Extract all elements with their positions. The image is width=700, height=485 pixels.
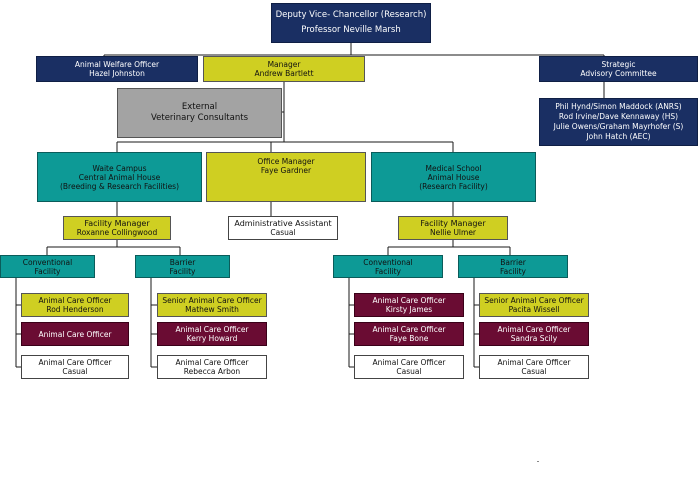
staff-title: Animal Care Officer: [372, 296, 446, 305]
staff-box-mb3: Animal Care Officer Casual: [479, 355, 589, 379]
staff-title: Animal Care Officer: [38, 296, 112, 305]
staff-box-wc1: Animal Care Officer Rod Henderson: [21, 293, 129, 317]
facility-line1: Barrier: [500, 257, 526, 267]
staff-box-wb2: Animal Care Officer Kerry Howard: [157, 322, 267, 346]
admin-name: Casual: [270, 228, 296, 237]
strategic-line2: Advisory Committee: [580, 69, 657, 78]
facility-line1: Conventional: [363, 257, 413, 267]
medical-line1: Medical School: [425, 163, 482, 173]
deputy-vc-title: Deputy Vice- Chancellor (Research): [275, 10, 427, 20]
admin-assistant-box: Administrative Assistant Casual: [228, 216, 338, 240]
staff-title: Senior Animal Care Officer: [162, 296, 262, 305]
med-conventional-facility-box: Conventional Facility: [333, 255, 443, 278]
staff-name: Kerry Howard: [186, 334, 238, 343]
waite-campus-box: Waite Campus Central Animal House (Breed…: [37, 152, 202, 202]
med-fm-title: Facility Manager: [420, 219, 486, 228]
facility-line1: Conventional: [22, 257, 73, 267]
staff-title: Animal Care Officer: [175, 325, 249, 334]
facility-line2: Facility: [34, 266, 61, 276]
waite-fm-name: Roxanne Collingwood: [76, 228, 158, 237]
facility-line2: Facility: [375, 266, 401, 276]
committee-member: Phil Hynd/Simon Maddock (ANRS): [555, 102, 682, 111]
medical-school-box: Medical School Animal House (Research Fa…: [371, 152, 536, 202]
staff-title: Animal Care Officer: [497, 358, 571, 367]
staff-name: Pacita Wissell: [508, 305, 560, 314]
waite-line3: (Breeding & Research Facilities): [59, 181, 180, 191]
committee-member: Rod Irvine/Dave Kennaway (HS): [558, 112, 679, 121]
staff-name: Sandra Scily: [510, 334, 558, 343]
staff-box-wb3: Animal Care Officer Rebecca Arbon: [157, 355, 267, 379]
staff-name: Rebecca Arbon: [183, 367, 241, 376]
committee-member: Julie Owens/Graham Mayrhofer (S): [553, 122, 684, 131]
staff-box-mb2: Animal Care Officer Sandra Scily: [479, 322, 589, 346]
waite-barrier-facility-box: Barrier Facility: [135, 255, 230, 278]
strategic-line1: Strategic: [601, 60, 636, 69]
strategic-committee-box: Strategic Advisory Committee: [539, 56, 698, 82]
deputy-vc-name: Professor Neville Marsh: [301, 25, 401, 35]
waite-facility-manager-box: Facility Manager Roxanne Collingwood: [63, 216, 171, 240]
staff-box-mc2: Animal Care Officer Faye Bone: [354, 322, 464, 346]
staff-box-wb1: Senior Animal Care Officer Mathew Smith: [157, 293, 267, 317]
staff-box-mc3: Animal Care Officer Casual: [354, 355, 464, 379]
staff-title: Animal Care Officer: [497, 325, 571, 334]
facility-line2: Facility: [500, 266, 526, 276]
medical-line2: Animal House: [427, 172, 480, 182]
facility-line1: Barrier: [169, 257, 196, 267]
staff-name: Mathew Smith: [185, 305, 239, 314]
staff-title: Animal Care Officer: [372, 358, 446, 367]
manager-title: Manager: [267, 60, 301, 69]
external-line2: Veterinary Consultants: [150, 113, 248, 123]
office-manager-box: Office Manager Faye Gardner: [206, 152, 366, 202]
admin-title: Administrative Assistant: [234, 219, 332, 228]
staff-name: Casual: [62, 367, 88, 376]
waite-line2: Central Animal House: [78, 172, 161, 182]
waite-conventional-facility-box: Conventional Facility: [0, 255, 95, 278]
external-line1: External: [181, 102, 218, 112]
office-title: Office Manager: [257, 157, 315, 166]
committee-members-box: Phil Hynd/Simon Maddock (ANRS) Rod Irvin…: [539, 98, 698, 146]
committee-member: John Hatch (AEC): [586, 132, 651, 141]
staff-name: Rod Henderson: [46, 305, 104, 314]
animal-welfare-officer-box: Animal Welfare Officer Hazel Johnston: [36, 56, 198, 82]
staff-name: Kirsty James: [385, 305, 433, 314]
office-name: Faye Gardner: [260, 166, 312, 175]
manager-name: Andrew Bartlett: [254, 69, 314, 78]
manager-box: Manager Andrew Bartlett: [203, 56, 365, 82]
staff-name: Faye Bone: [389, 334, 429, 343]
staff-title: Animal Care Officer: [38, 329, 112, 339]
med-facility-manager-box: Facility Manager Nellie Ulmer: [398, 216, 508, 240]
deputy-vice-chancellor-box: Deputy Vice- Chancellor (Research) Profe…: [271, 3, 431, 43]
facility-line2: Facility: [169, 266, 196, 276]
staff-box-mc1: Animal Care Officer Kirsty James: [354, 293, 464, 317]
med-fm-name: Nellie Ulmer: [429, 228, 477, 237]
waite-fm-title: Facility Manager: [84, 219, 150, 228]
staff-title: Animal Care Officer: [38, 358, 112, 367]
external-vet-consultants-box: External Veterinary Consultants: [117, 88, 282, 138]
staff-title: Animal Care Officer: [372, 325, 446, 334]
staff-box-wc3: Animal Care Officer Casual: [21, 355, 129, 379]
medical-line3: (Research Facility): [419, 181, 488, 191]
staff-box-wc2: Animal Care Officer: [21, 322, 129, 346]
waite-line1: Waite Campus: [92, 163, 147, 173]
welfare-name: Hazel Johnston: [89, 69, 145, 78]
welfare-title: Animal Welfare Officer: [74, 60, 160, 69]
staff-title: Senior Animal Care Officer: [484, 296, 584, 305]
staff-title: Animal Care Officer: [175, 358, 249, 367]
staff-name: Casual: [396, 367, 422, 376]
staff-box-mb1: Senior Animal Care Officer Pacita Wissel…: [479, 293, 589, 317]
stray-dot: [537, 461, 539, 462]
med-barrier-facility-box: Barrier Facility: [458, 255, 568, 278]
staff-name: Casual: [521, 367, 547, 376]
